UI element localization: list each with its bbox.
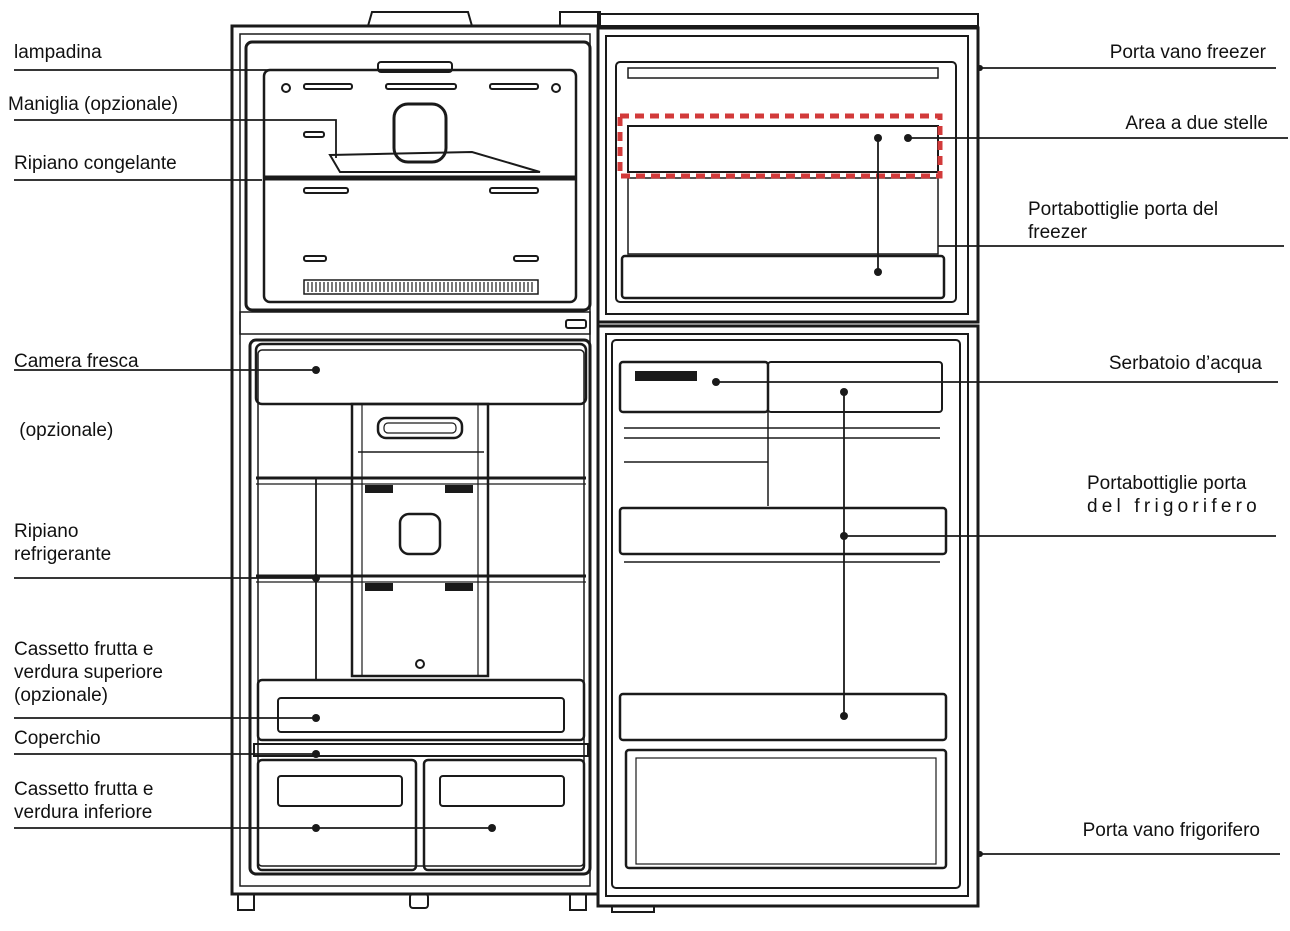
label-cassetto-superiore-line-1: Cassetto frutta e [14,639,154,660]
handle [392,102,448,164]
fridge-door-bin [624,748,948,870]
top-hinge [367,11,473,27]
label-coperchio: Coperchio [14,727,101,750]
water-tank [618,360,770,414]
fan [376,416,464,440]
label-lampadina-line-1: lampadina [14,42,102,63]
leader-lines [14,67,1288,855]
label-lampadina: lampadina [14,41,102,64]
label-cassetto-inferiore-line-1: Cassetto frutta e [14,779,154,800]
label-cassetto-superiore-line-3: (opzionale) [14,685,108,706]
label-camera-fresca-line-1: Camera fresca [14,351,139,372]
label-serbatoio-line-1: Serbatoio d’acqua [1108,353,1262,374]
fridge-body [230,11,980,913]
label-area-due-stelle: Area a due stelle [1125,112,1268,135]
leader-dots [312,65,983,857]
fresh-chamber [254,342,588,406]
label-portabottiglie-frigorifero-line-1: Portabottiglie porta [1087,473,1247,494]
label-ripiano-refrigerante: Ripiano refrigerante [14,520,111,566]
label-cassetto-superiore-line-2: verdura superiore [14,662,163,683]
crisper-cover [253,743,589,757]
two-star-area-highlight [617,113,943,179]
label-area-due-stelle-line-1: Area a due stelle [1125,113,1268,134]
fridge-door-shelf-2 [618,692,948,742]
label-ripiano-refrigerante-line-2: refrigerante [14,544,112,565]
label-portabottiglie-frigorifero: Portabottiglie porta del frigorifero [1087,472,1261,518]
label-porta-vano-frigorifero-line-1: Porta vano frigorifero [1082,820,1260,841]
fridge-door [596,324,980,908]
freezer-bottle-rack [620,254,946,300]
label-serbatoio: Serbatoio d’acqua [1109,352,1262,375]
lower-crisper-left [256,758,418,872]
label-portabottiglie-freezer-line-1: Portabottiglie porta del [1028,199,1219,220]
label-ripiano-congelante: Ripiano congelante [14,152,177,175]
freezer-compartment [244,40,592,312]
label-camera-fresca-line-2: (opzionale) [14,420,114,441]
upper-crisper [256,678,586,742]
label-cassetto-superiore: Cassetto frutta e verdura superiore (opz… [14,638,163,707]
label-coperchio-line-1: Coperchio [14,728,101,749]
label-ripiano-refrigerante-line-1: Ripiano [14,521,79,542]
freezer-grille [303,279,539,295]
label-cassetto-inferiore-line-2: verdura inferiore [14,802,153,823]
fridge-door-shelf-1 [618,506,948,556]
label-portabottiglie-frigorifero-line-2: del frigorifero [1087,496,1261,517]
label-portabottiglie-freezer-line-2: freezer [1028,222,1088,243]
fridge-compartment [248,338,592,876]
label-cassetto-inferiore: Cassetto frutta e verdura inferiore [14,778,153,824]
label-porta-vano-frigorifero: Porta vano frigorifero [1083,819,1260,842]
label-portabottiglie-freezer: Portabottiglie porta del freezer [1028,198,1218,244]
label-maniglia-line-1: Maniglia (opzionale) [8,94,179,115]
lower-crisper-right [422,758,586,872]
top-hinge-right [559,11,601,27]
label-maniglia: Maniglia (opzionale) [8,93,178,116]
freezer-door [596,26,980,324]
label-camera-fresca: Camera fresca (opzionale) [14,304,139,465]
lamp [377,61,453,73]
label-porta-vano-freezer-line-1: Porta vano freezer [1109,42,1266,63]
freezer-door-shelf [627,125,939,173]
label-porta-vano-freezer: Porta vano freezer [1110,41,1266,64]
label-ripiano-congelante-line-1: Ripiano congelante [14,153,177,174]
